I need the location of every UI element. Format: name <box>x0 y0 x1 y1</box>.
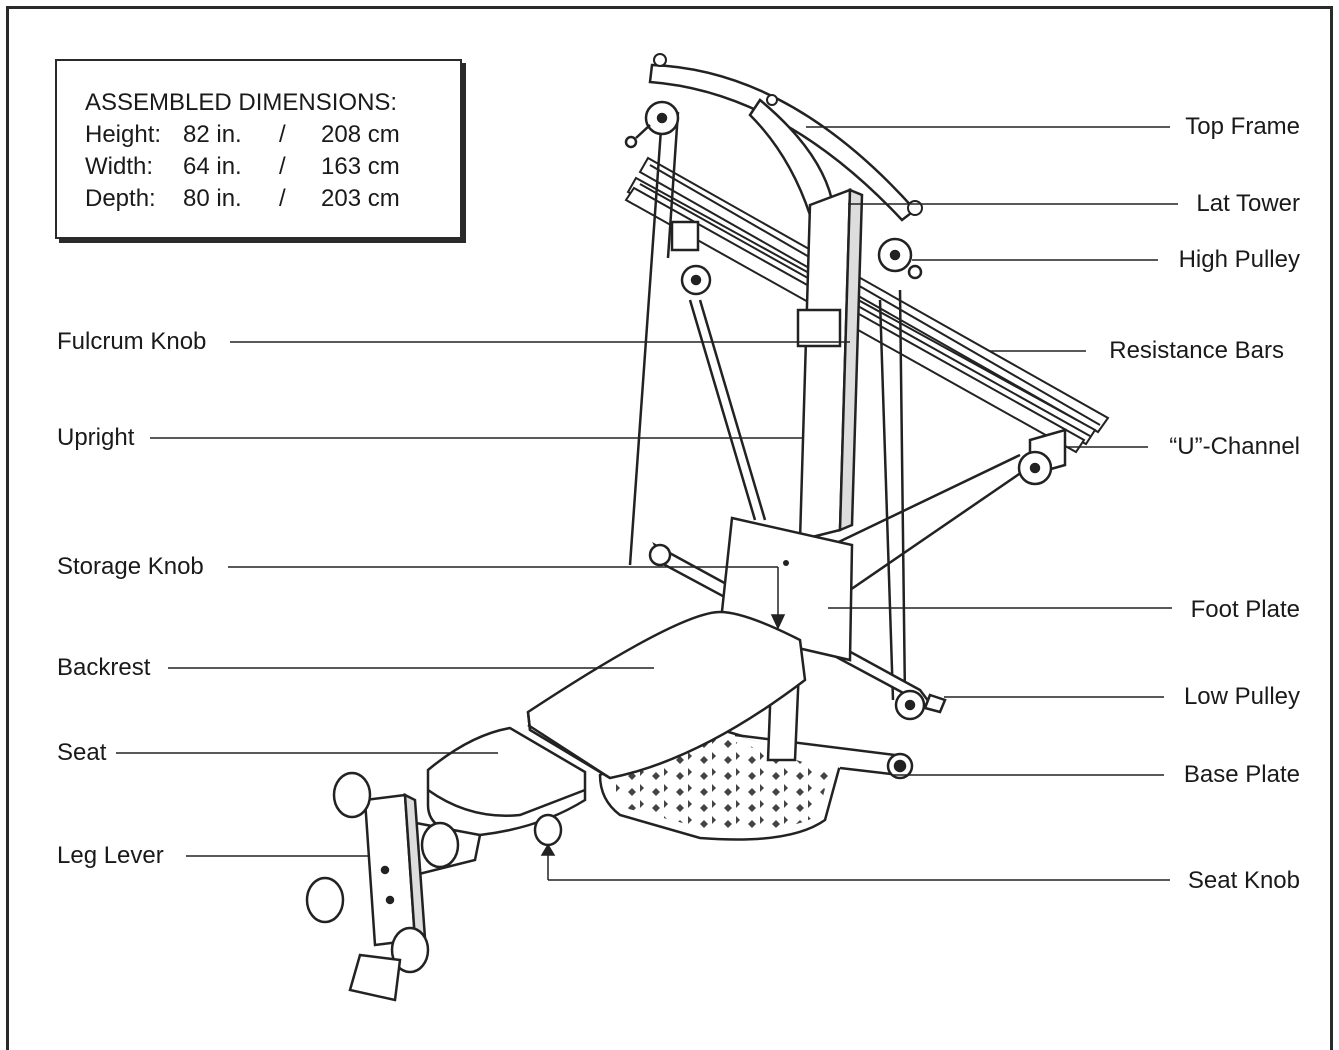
leader-lines <box>116 126 1178 881</box>
dimension-metric: 163 cm <box>321 153 400 180</box>
dimension-metric: 203 cm <box>321 185 400 212</box>
label-seat: Seat <box>57 739 107 766</box>
label-top-frame: Top Frame <box>1185 113 1300 140</box>
dimension-separator: / <box>279 185 286 212</box>
dimension-name: Height: <box>85 121 162 148</box>
dimension-imperial: 82 in. <box>183 121 242 148</box>
leg-lever <box>305 771 482 1002</box>
dimension-separator: / <box>279 153 286 180</box>
assembled-dimensions-box: ASSEMBLED DIMENSIONS: Height: 82 in. / 2… <box>55 59 462 239</box>
label-low-pulley: Low Pulley <box>1183 683 1300 710</box>
backrest <box>526 610 807 780</box>
label-base-plate: Base Plate <box>1183 761 1300 788</box>
page-frame <box>6 6 1333 1050</box>
label-u-channel: “U”-Channel <box>1169 433 1300 460</box>
label-high-pulley: High Pulley <box>1178 246 1300 273</box>
dimensions-title: ASSEMBLED DIMENSIONS: <box>85 89 398 116</box>
label-seat-knob: Seat Knob <box>1187 867 1300 894</box>
high-pulley-left <box>624 100 680 149</box>
dimension-metric: 208 cm <box>321 121 400 148</box>
label-foot-plate: Foot Plate <box>1190 596 1300 623</box>
label-upright: Upright <box>57 424 135 451</box>
high-pulley-right <box>877 237 923 280</box>
label-backrest: Backrest <box>57 654 151 681</box>
label-lat-tower: Lat Tower <box>1196 190 1300 217</box>
dimension-separator: / <box>279 121 286 148</box>
label-leg-lever: Leg Lever <box>57 842 164 869</box>
dimension-name: Width: <box>85 153 154 180</box>
label-resistance-bars: Resistance Bars <box>1109 337 1284 364</box>
resistance-bars <box>624 156 1110 454</box>
label-fulcrum-knob: Fulcrum Knob <box>57 328 207 355</box>
label-storage-knob: Storage Knob <box>57 553 204 580</box>
dimension-name: Depth: <box>85 185 156 212</box>
lat-tower <box>748 98 864 542</box>
u-channel <box>1017 428 1067 486</box>
bar-pulleys <box>670 220 712 296</box>
cables <box>628 111 1026 701</box>
dimension-imperial: 64 in. <box>183 153 242 180</box>
dimension-imperial: 80 in. <box>183 185 242 212</box>
seat-knob <box>533 813 563 847</box>
